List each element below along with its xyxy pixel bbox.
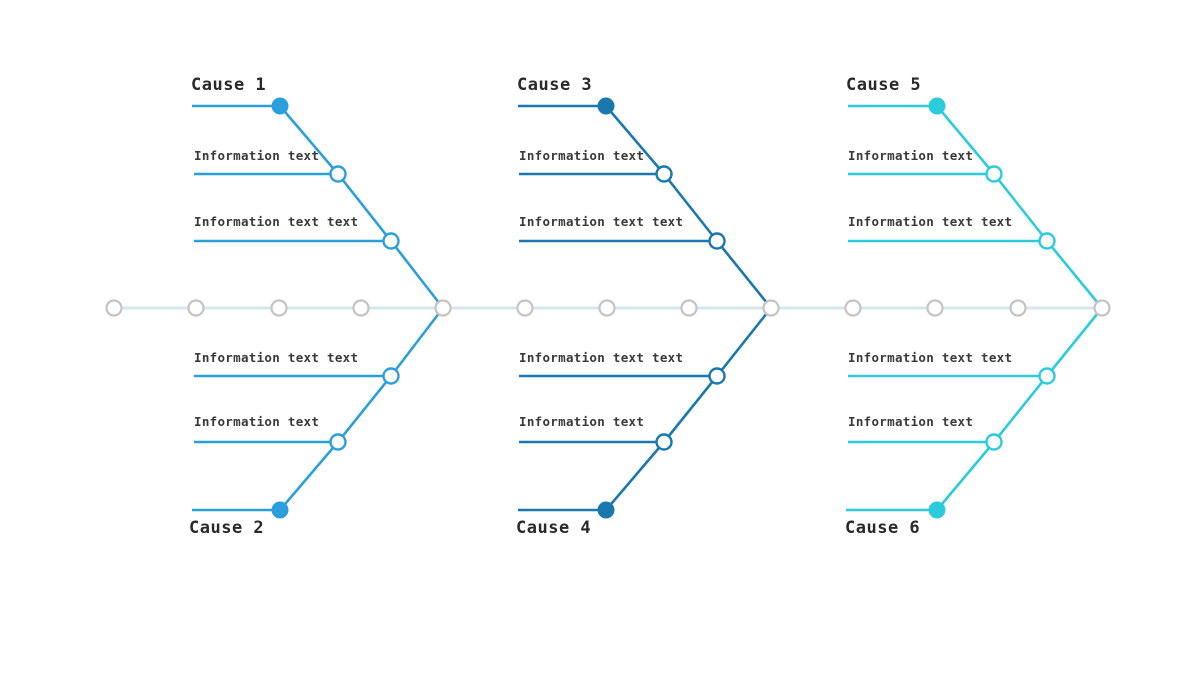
group-1-bottom-info-1: Information text text bbox=[194, 350, 359, 365]
group-3-bottom-info-1: Information text text bbox=[848, 350, 1013, 365]
spine-node-9 bbox=[762, 299, 780, 317]
group-2-info-node-2 bbox=[708, 232, 726, 250]
group-3-cause-node-bottom bbox=[928, 501, 946, 519]
spine-node-6 bbox=[516, 299, 534, 317]
group-1-cause-node-bottom bbox=[271, 501, 289, 519]
group-2-cause-node-bottom bbox=[597, 501, 615, 519]
group-1-bottom-info-2: Information text bbox=[194, 414, 320, 429]
spine-node-8 bbox=[680, 299, 698, 317]
group-1-info-node-2 bbox=[382, 232, 400, 250]
group-3-cause-node-top bbox=[928, 97, 946, 115]
cause-1-label: Cause 1 bbox=[191, 75, 267, 95]
group-1-info-node-3 bbox=[382, 367, 400, 385]
group-1-upper-bone bbox=[279, 105, 445, 309]
spine-node-11 bbox=[926, 299, 944, 317]
spine-node-10 bbox=[844, 299, 862, 317]
group-1-lower-bone bbox=[279, 307, 445, 511]
group-2-upper-bone bbox=[605, 105, 773, 309]
group-1-info-node-1 bbox=[329, 165, 347, 183]
spine-node-12 bbox=[1009, 299, 1027, 317]
group-3-top-info-1: Information text bbox=[848, 148, 974, 163]
group-1-top-info-2: Information text text bbox=[194, 214, 359, 229]
group-2-bottom-info-1: Information text text bbox=[519, 350, 684, 365]
group-1-top-info-1: Information text bbox=[194, 148, 320, 163]
group-3-info-node-1 bbox=[985, 165, 1003, 183]
group-2-info-node-3 bbox=[708, 367, 726, 385]
group-2-top-info-1: Information text bbox=[519, 148, 645, 163]
group-2-info-node-4 bbox=[655, 433, 673, 451]
group-2-cause-node-top bbox=[597, 97, 615, 115]
group-3-lower-bone bbox=[936, 307, 1104, 511]
spine-node-5 bbox=[434, 299, 452, 317]
group-1-info-node-4 bbox=[329, 433, 347, 451]
spine-node-13 bbox=[1093, 299, 1111, 317]
spine-node-1 bbox=[105, 299, 123, 317]
spine-node-2 bbox=[187, 299, 205, 317]
spine-node-7 bbox=[598, 299, 616, 317]
group-2-lower-bone bbox=[605, 307, 773, 511]
group-3-info-node-4 bbox=[985, 433, 1003, 451]
group-2-top-info-2: Information text text bbox=[519, 214, 684, 229]
cause-3-label: Cause 3 bbox=[517, 75, 593, 95]
cause-4-label: Cause 4 bbox=[516, 518, 592, 538]
group-1-cause-node-top bbox=[271, 97, 289, 115]
group-3-upper-bone bbox=[936, 105, 1104, 309]
spine-node-4 bbox=[352, 299, 370, 317]
cause-5-label: Cause 5 bbox=[846, 75, 922, 95]
group-3-info-node-3 bbox=[1038, 367, 1056, 385]
group-3-bottom-info-2: Information text bbox=[848, 414, 974, 429]
group-2-bottom-info-2: Information text bbox=[519, 414, 645, 429]
group-3-top-info-2: Information text text bbox=[848, 214, 1013, 229]
group-2-info-node-1 bbox=[655, 165, 673, 183]
group-3-info-node-2 bbox=[1038, 232, 1056, 250]
spine-node-3 bbox=[270, 299, 288, 317]
cause-2-label: Cause 2 bbox=[189, 518, 265, 538]
cause-6-label: Cause 6 bbox=[845, 518, 921, 538]
